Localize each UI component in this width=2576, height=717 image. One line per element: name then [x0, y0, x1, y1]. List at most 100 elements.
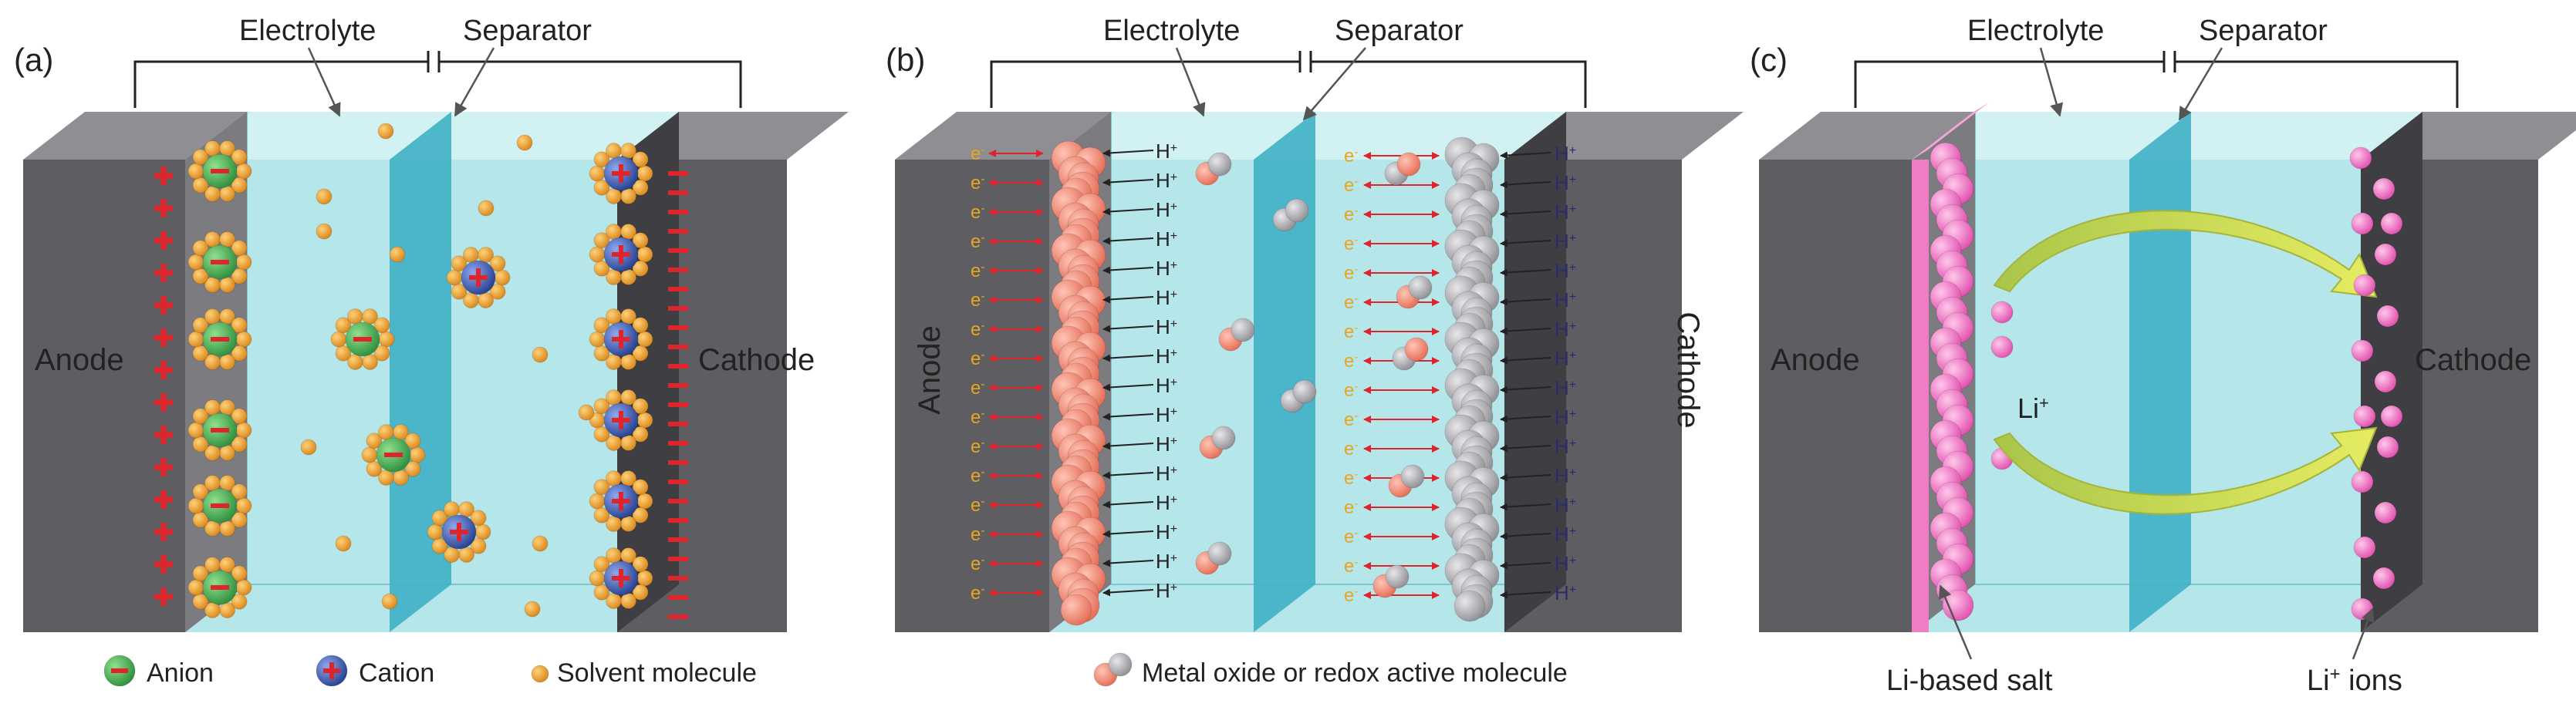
minus-sign	[668, 576, 688, 581]
minus-sign	[668, 595, 688, 600]
solvent-molecule	[489, 255, 506, 272]
solvent-molecule	[470, 510, 487, 527]
electron-label: e-	[971, 436, 984, 458]
li-salt-pointer	[1939, 584, 1973, 660]
minus-sign	[668, 557, 688, 561]
li-ion	[2349, 146, 2372, 170]
solvent-molecule	[219, 354, 235, 370]
redox-particle	[1396, 152, 1421, 177]
li-ion	[2351, 470, 2374, 493]
solvent-molecule	[620, 516, 636, 532]
solvent-molecule	[192, 268, 209, 284]
solvent-molecule	[373, 345, 390, 362]
li-ion	[2351, 339, 2374, 362]
cathode-label: Cathode	[2415, 343, 2531, 377]
minus-sign	[668, 287, 688, 291]
redox-particle	[1211, 426, 1236, 450]
solvent-molecule	[593, 317, 610, 334]
solvent-molecule	[393, 470, 409, 486]
solvent-molecule	[620, 593, 636, 609]
proton-label: H+	[1156, 286, 1177, 309]
solvent-molecule	[300, 439, 317, 456]
solvent-molecule	[620, 269, 636, 285]
solvent-molecule	[589, 246, 606, 263]
electron-label: e-	[1344, 497, 1358, 519]
proton-label: H+	[1555, 552, 1576, 575]
solvent-molecule	[235, 163, 252, 180]
proton-arrow	[1102, 559, 1154, 567]
proton-label: H+	[1555, 581, 1576, 604]
minus-sign	[668, 190, 688, 195]
electron-label: e-	[1344, 234, 1358, 255]
solvent-molecule	[192, 593, 209, 610]
panel-tag: (a)	[14, 42, 53, 78]
solvent-molecule	[478, 200, 495, 217]
solvent-molecule	[463, 247, 479, 263]
solvent-molecule	[606, 547, 622, 564]
solvent-molecule	[235, 422, 252, 439]
proton-label: H+	[1156, 462, 1177, 485]
proton-label: H+	[1555, 376, 1576, 399]
solvent-molecule	[458, 547, 474, 563]
cathode-label: Cathode	[698, 343, 815, 377]
solvent-molecule	[606, 389, 622, 406]
charge-sign	[476, 268, 481, 287]
charge-sign	[211, 337, 229, 342]
charge-sign	[211, 585, 229, 590]
solvent-molecule	[446, 269, 463, 286]
solvent-molecule	[451, 255, 468, 272]
electron-label: e-	[971, 348, 984, 370]
plus-sign	[160, 328, 167, 347]
solvent-molecule	[366, 433, 383, 449]
panel-tag: (c)	[1750, 42, 1788, 78]
minus-sign	[668, 518, 688, 523]
li-salt-layer	[1912, 160, 1929, 632]
li-ion-label: Li+	[2017, 392, 2049, 424]
anode-label: Anode	[913, 325, 947, 415]
solvent-molecule	[187, 497, 204, 514]
charge-sign	[619, 330, 623, 348]
solvent-molecule	[219, 277, 235, 293]
solvent-molecule	[378, 424, 394, 440]
separator-pointer	[454, 47, 495, 117]
solvent-molecule	[219, 445, 235, 461]
proton-arrow	[1500, 327, 1551, 335]
plus-sign	[160, 231, 167, 250]
solvent-molecule	[204, 308, 221, 325]
proton-arrow	[1102, 412, 1154, 421]
li-ion	[2374, 370, 2397, 393]
proton-arrow	[1500, 298, 1551, 306]
proton-label: H+	[1555, 142, 1576, 165]
minus-sign	[668, 614, 688, 619]
proton-label: H+	[1156, 550, 1177, 573]
arrow-return	[1993, 426, 2378, 515]
legend-redox-icon	[1108, 652, 1133, 677]
solvent-molecule	[589, 165, 606, 182]
redox-particle	[1453, 590, 1486, 622]
electron-label: e-	[971, 290, 984, 311]
li-ions-label: Li+ ions	[2307, 664, 2402, 698]
charge-sign	[457, 523, 461, 541]
solvent-molecule	[620, 188, 636, 204]
proton-arrow	[1102, 266, 1154, 274]
plus-sign	[160, 555, 167, 574]
solvent-molecule	[404, 460, 421, 477]
solvent-molecule	[451, 283, 468, 300]
proton-arrow	[1500, 503, 1551, 511]
legend-anion-sign	[111, 668, 128, 673]
cathode-side	[2361, 112, 2422, 632]
proton-label: H+	[1156, 374, 1177, 397]
solvent-molecule	[593, 179, 610, 196]
solvent-molecule	[335, 345, 352, 362]
proton-arrow	[1500, 385, 1551, 394]
separator	[2129, 112, 2191, 632]
proton-arrow	[1500, 356, 1551, 365]
solvent-molecule	[409, 446, 426, 463]
legend-cation-sign	[329, 662, 334, 679]
proton-arrow	[1500, 239, 1551, 247]
solvent-molecule	[219, 186, 235, 202]
solvent-molecule	[632, 584, 649, 601]
proton-arrow	[1102, 237, 1154, 245]
minus-sign	[668, 383, 688, 388]
